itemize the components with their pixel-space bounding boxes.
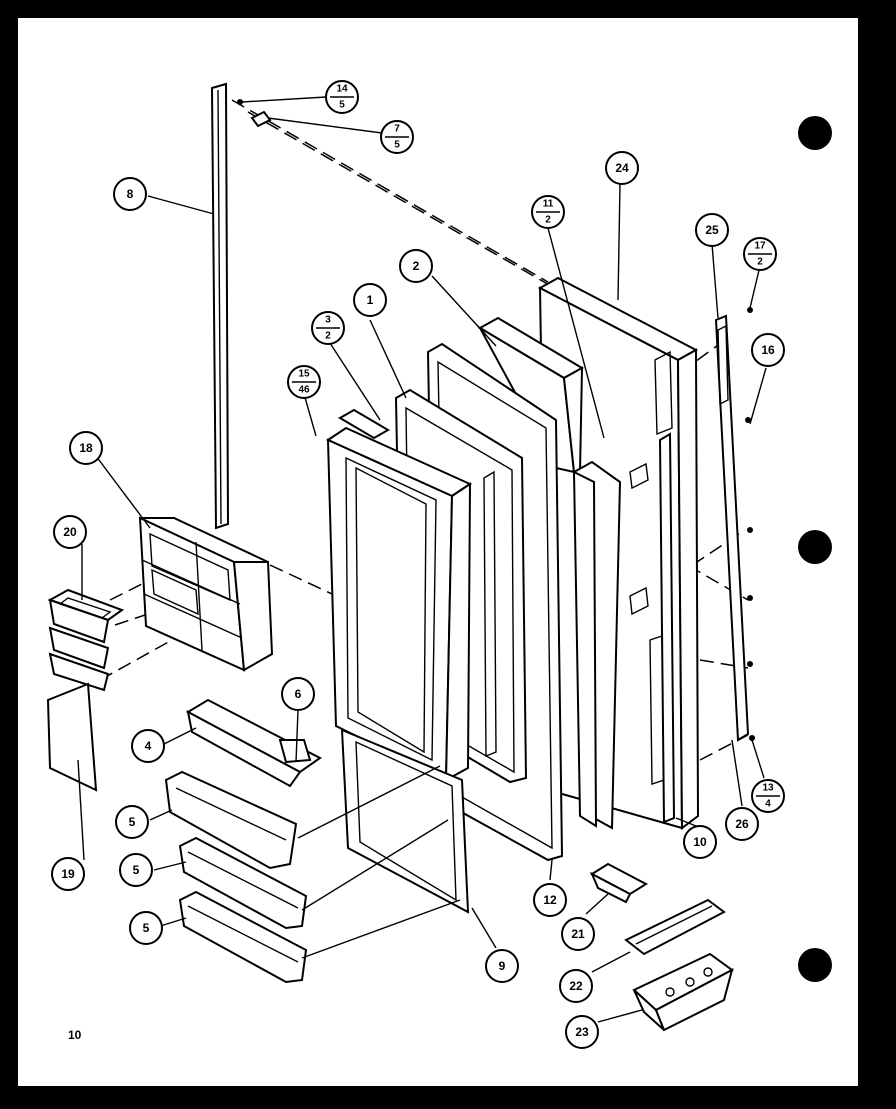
svg-text:17: 17 bbox=[754, 241, 766, 252]
callout-part-6: 6 bbox=[281, 677, 315, 711]
svg-text:23: 23 bbox=[575, 1025, 589, 1039]
callout-fraction-11-2: 112 bbox=[531, 195, 565, 229]
svg-text:4: 4 bbox=[145, 739, 152, 753]
svg-text:7: 7 bbox=[394, 124, 400, 135]
callout-part-23: 23 bbox=[565, 1015, 599, 1049]
callout-part-10: 10 bbox=[683, 825, 717, 859]
svg-text:4: 4 bbox=[765, 799, 771, 810]
svg-text:6: 6 bbox=[295, 687, 302, 701]
callout-part-22: 22 bbox=[559, 969, 593, 1003]
part-trim-strip bbox=[210, 82, 230, 530]
part-door-frame-upper bbox=[325, 426, 473, 782]
callout-part-16: 16 bbox=[751, 333, 785, 367]
callout-part-2: 2 bbox=[399, 249, 433, 283]
callout-part-6: 8 bbox=[113, 177, 147, 211]
part-breaker-strip bbox=[338, 408, 390, 440]
svg-text:5: 5 bbox=[339, 100, 345, 111]
svg-text:5: 5 bbox=[394, 140, 400, 151]
svg-text:25: 25 bbox=[705, 223, 719, 237]
callout-part-19: 19 bbox=[51, 857, 85, 891]
svg-text:2: 2 bbox=[413, 259, 420, 273]
callout-fraction-13-4: 134 bbox=[751, 779, 785, 813]
part-small-tray bbox=[589, 862, 649, 904]
callout-fraction-17-2: 172 bbox=[743, 237, 777, 271]
registration-dot bbox=[798, 530, 832, 564]
svg-text:13: 13 bbox=[762, 783, 774, 794]
callout-part-12: 12 bbox=[533, 883, 567, 917]
part-hinge-screws bbox=[237, 96, 383, 134]
leader-lines bbox=[77, 183, 767, 1023]
svg-text:21: 21 bbox=[571, 927, 585, 941]
svg-text:14: 14 bbox=[336, 84, 348, 95]
callout-part-26: 26 bbox=[725, 807, 759, 841]
callout-part-24: 24 bbox=[605, 151, 639, 185]
callout-fraction-7-5: 75 bbox=[380, 120, 414, 154]
svg-text:12: 12 bbox=[543, 893, 557, 907]
registration-dot bbox=[798, 116, 832, 150]
svg-text:9: 9 bbox=[499, 959, 506, 973]
svg-text:8: 8 bbox=[127, 187, 134, 201]
part-storage-containers bbox=[47, 588, 125, 692]
svg-text:11: 11 bbox=[543, 199, 554, 210]
part-shelf-rack bbox=[138, 516, 274, 672]
svg-text:2: 2 bbox=[545, 215, 551, 226]
svg-text:46: 46 bbox=[298, 385, 310, 396]
part-door-bin bbox=[164, 770, 298, 870]
svg-text:2: 2 bbox=[325, 331, 331, 342]
svg-text:16: 16 bbox=[761, 343, 775, 357]
callout-fraction-3-2: 32 bbox=[311, 311, 345, 345]
page-number: 10 bbox=[68, 1028, 82, 1042]
registration-dot bbox=[798, 948, 832, 982]
part-door-bin bbox=[178, 836, 308, 930]
callout-part-21: 21 bbox=[561, 917, 595, 951]
part-cover-panel bbox=[46, 682, 98, 792]
part-door-liner-strip bbox=[629, 432, 676, 824]
callout-part-25: 25 bbox=[695, 213, 729, 247]
callout-part-5: 5 bbox=[115, 805, 149, 839]
part-door-frame-lower bbox=[340, 728, 470, 914]
svg-text:20: 20 bbox=[63, 525, 77, 539]
callout-part-5: 5 bbox=[119, 853, 153, 887]
callout-part-4: 4 bbox=[131, 729, 165, 763]
svg-text:22: 22 bbox=[569, 979, 583, 993]
svg-text:3: 3 bbox=[325, 315, 331, 326]
part-hinge-rail bbox=[714, 307, 755, 742]
svg-text:5: 5 bbox=[143, 921, 150, 935]
part-tray-cover bbox=[624, 898, 726, 956]
callout-part-9: 9 bbox=[485, 949, 519, 983]
svg-text:24: 24 bbox=[615, 161, 629, 175]
part-door-bin-upper bbox=[185, 698, 322, 788]
callout-part-5: 5 bbox=[129, 911, 163, 945]
svg-text:2: 2 bbox=[757, 257, 763, 268]
svg-text:10: 10 bbox=[693, 835, 707, 849]
svg-text:18: 18 bbox=[79, 441, 93, 455]
svg-text:15: 15 bbox=[298, 369, 310, 380]
svg-text:26: 26 bbox=[735, 817, 749, 831]
callout-part-1: 1 bbox=[353, 283, 387, 317]
svg-text:19: 19 bbox=[61, 867, 75, 881]
part-door-bin bbox=[178, 890, 308, 984]
part-storage-bin bbox=[632, 952, 734, 1032]
callout-part-20: 20 bbox=[53, 515, 87, 549]
svg-text:5: 5 bbox=[133, 863, 140, 877]
callout-part-18: 18 bbox=[69, 431, 103, 465]
callout-fraction-14-5: 145 bbox=[325, 80, 359, 114]
svg-text:5: 5 bbox=[129, 815, 136, 829]
svg-text:1: 1 bbox=[367, 293, 374, 307]
